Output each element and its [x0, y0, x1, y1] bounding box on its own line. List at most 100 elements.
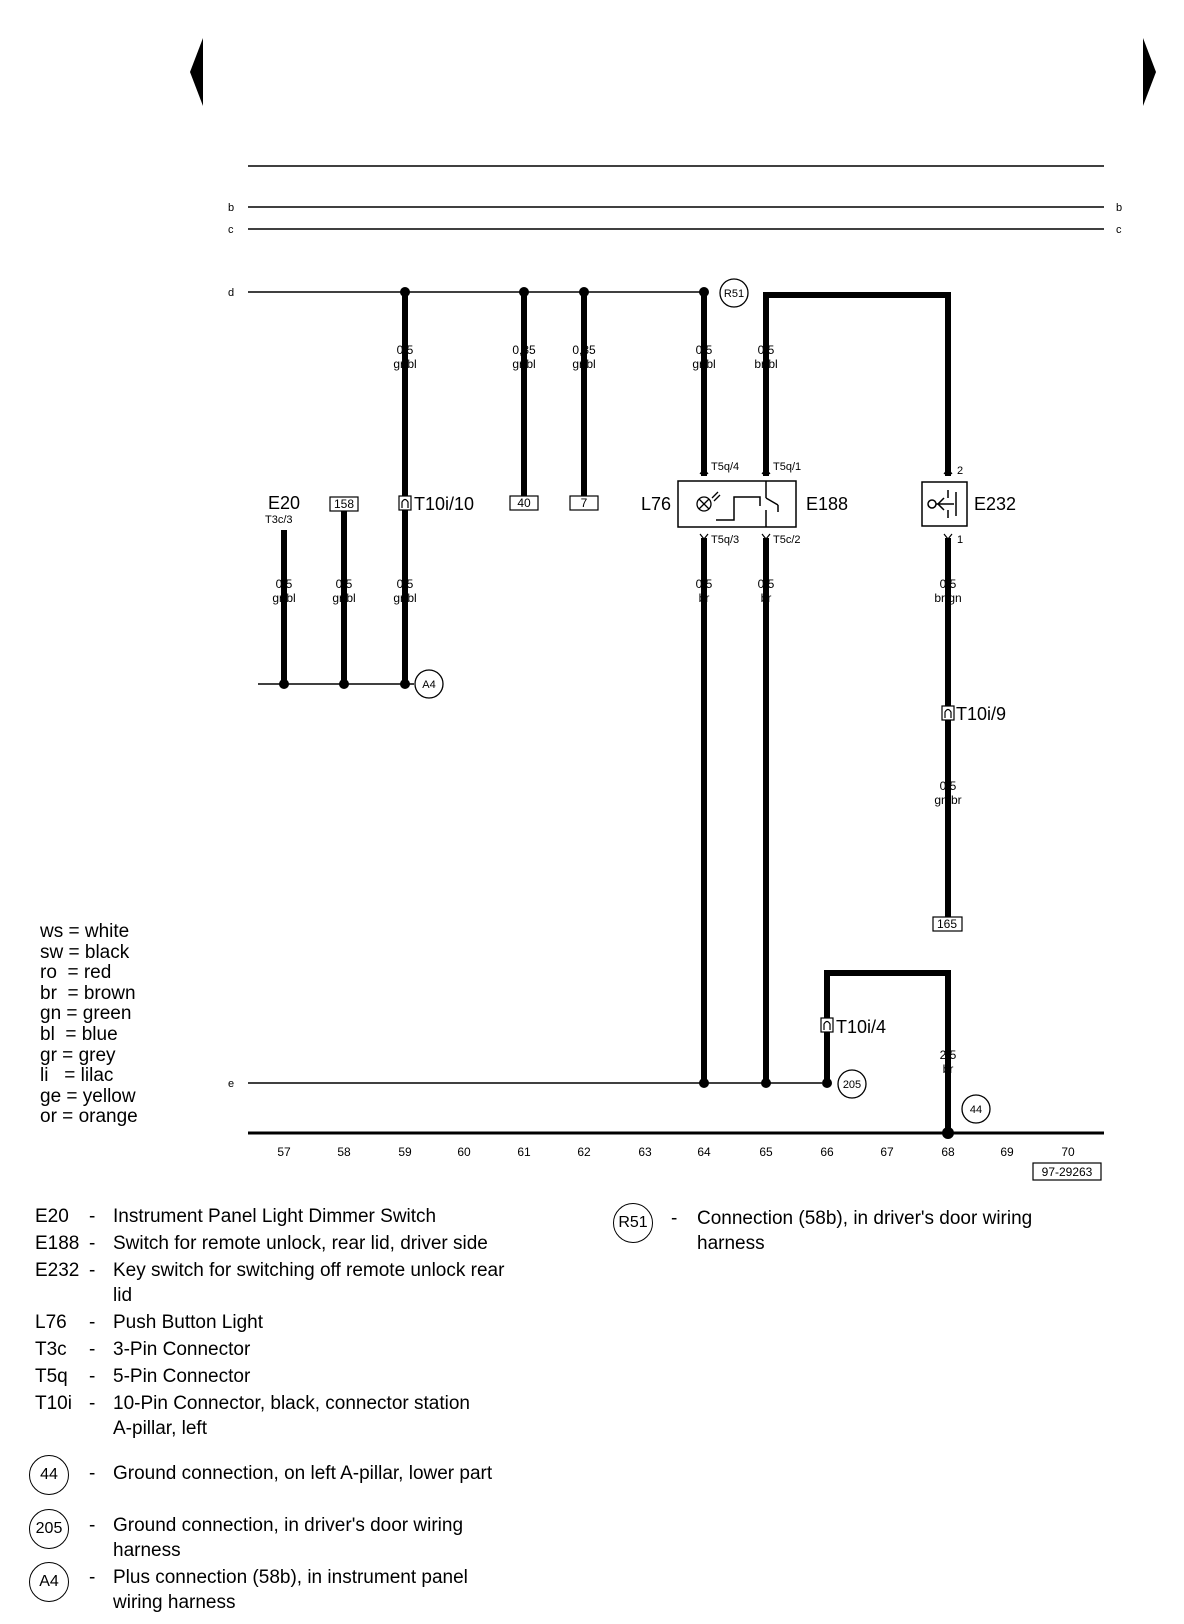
ref-circle-r51-text: R51 [724, 288, 744, 300]
track-number: 70 [1061, 1145, 1075, 1159]
wire-color-label: gn/br [934, 793, 961, 807]
component-key: E20 - Instrument Panel Light Dimmer Swit… [35, 1206, 505, 1439]
track-number: 64 [697, 1145, 711, 1159]
connector-t10i-9 [941, 705, 955, 721]
wire-65-top [763, 292, 951, 476]
track-number: 67 [880, 1145, 894, 1159]
component-label-e20: E20 [268, 493, 300, 513]
wire-size-label: 0,35 [572, 343, 596, 357]
ref-box-165-text: 165 [937, 917, 957, 931]
wire-color-label: gr/bl [332, 591, 355, 605]
ref-circle-44-text: 44 [970, 1104, 982, 1116]
wire-color-label: br [761, 591, 772, 605]
connector-label-t10i-9: T10i/9 [956, 704, 1006, 724]
drawing-id-box [1032, 1162, 1102, 1181]
rail-label-e: e [228, 1078, 234, 1090]
pin-label-t5c2: T5c/2 [773, 534, 801, 546]
connector-t10i-10 [398, 495, 412, 511]
wire-size-label: 0,5 [940, 779, 957, 793]
wire-color-label: gr/bl [272, 591, 295, 605]
wire-color-label: gr/bl [393, 591, 416, 605]
component-label-l76: L76 [641, 494, 671, 514]
track-number: 57 [277, 1145, 291, 1159]
wire-size-label: 0,5 [276, 577, 293, 591]
junction-dot [400, 679, 410, 689]
lamp-icon [696, 491, 721, 512]
key-circle-205: 205 [29, 1509, 69, 1549]
switch-box-e188 [677, 480, 797, 528]
pin-label-t5q1: T5q/1 [773, 461, 801, 473]
wire-size-label: 0,5 [758, 343, 775, 357]
wire-color-label: gr/bl [572, 357, 595, 371]
legend-row: br = brown [40, 982, 136, 1004]
track-number: 62 [577, 1145, 591, 1159]
wire-66-68-ground [824, 970, 951, 1133]
legend-row: ge = yellow [40, 1085, 136, 1107]
prev-page-arrow-icon[interactable] [190, 38, 203, 106]
junction-dot [761, 1078, 771, 1088]
wire-size-label: 0,5 [397, 577, 414, 591]
ref-circle-a4-text: A4 [422, 679, 435, 691]
wire-size-label: 2,5 [940, 1048, 957, 1062]
drawing-id: 97-29263 [1042, 1165, 1093, 1179]
ref-box-40 [509, 495, 539, 511]
rail-label-c-left: c [228, 224, 234, 236]
ref-circle-a4 [414, 669, 444, 699]
junction-dot [279, 679, 289, 689]
switch-linkage [716, 496, 761, 521]
key-circle-r51: R51 [613, 1203, 653, 1243]
wire-color-label: br [943, 1062, 954, 1076]
wire-color-label: gr/bl [393, 357, 416, 371]
ref-box-7-text: 7 [581, 496, 588, 510]
wire-size-label: 0,5 [696, 343, 713, 357]
wire-size-label: 0,5 [336, 577, 353, 591]
ref-circle-205 [837, 1069, 867, 1099]
pin-label-2: 2 [957, 465, 963, 477]
key-circle-a4: A4 [29, 1562, 69, 1602]
ref-box-158-text: 158 [334, 497, 354, 511]
wire-size-label: 0,5 [696, 577, 713, 591]
track-number: 58 [337, 1145, 351, 1159]
wire-size-label: 0,5 [397, 343, 414, 357]
wire-color-legend: ws = white sw = black ro = red br = brow… [40, 921, 138, 1128]
ref-box-165 [932, 916, 963, 932]
track-number: 59 [398, 1145, 412, 1159]
ref-circle-205-text: 205 [843, 1079, 861, 1091]
legend-row: gn = green [40, 1003, 132, 1025]
key-circle-44: 44 [29, 1455, 69, 1495]
key-switch-icon [927, 490, 957, 518]
next-page-arrow-icon[interactable] [1143, 38, 1156, 106]
track-number: 65 [759, 1145, 773, 1159]
pin-label-t3c3: T3c/3 [265, 514, 293, 526]
legend-row: gr = grey [40, 1044, 116, 1066]
component-label-e232: E232 [974, 494, 1016, 514]
wire-size-label: 0,5 [758, 577, 775, 591]
legend-row: ws = white [40, 921, 130, 942]
junction-dot [699, 287, 709, 297]
rail-label-b-left: b [228, 202, 234, 214]
wire-color-label: br/gn [934, 591, 961, 605]
wire-color-label: gr/bl [692, 357, 715, 371]
pin-label-t5q3: T5q/3 [711, 534, 739, 546]
legend-row: sw = black [40, 941, 130, 963]
pin-label-1: 1 [957, 534, 963, 546]
wire-size-label: 0,5 [940, 577, 957, 591]
ref-circle-r51 [719, 278, 749, 308]
ref-box-7 [569, 495, 599, 511]
track-number: 66 [820, 1145, 834, 1159]
ref-circle-44 [961, 1094, 991, 1124]
junction-dot [579, 287, 589, 297]
rail-label-b-right: b [1116, 202, 1122, 214]
legend-row: ro = red [40, 962, 112, 984]
ref-box-40-text: 40 [517, 496, 531, 510]
track-number: 60 [457, 1145, 471, 1159]
legend-row: li = lilac [40, 1065, 114, 1087]
junction-dot [822, 1078, 832, 1088]
ref-box-158 [329, 496, 359, 512]
junction-dot [339, 679, 349, 689]
junction-dot [519, 287, 529, 297]
wire-color-label: br/bl [754, 357, 777, 371]
junction-dot [400, 287, 410, 297]
wire-color-label: gr/bl [512, 357, 535, 371]
